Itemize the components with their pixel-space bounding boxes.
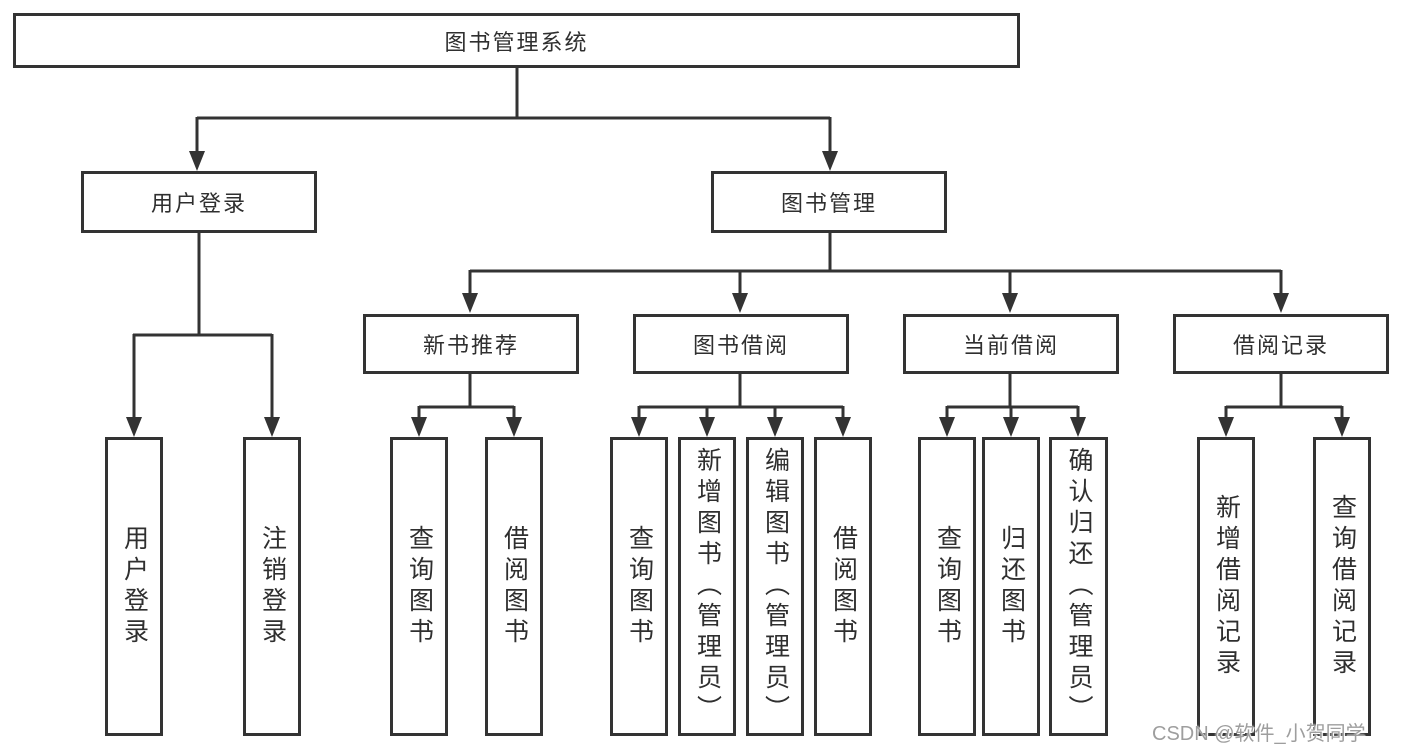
leaf-query-books-recommend: 查询图书 — [390, 437, 448, 736]
node-label: 用户登录 — [150, 191, 247, 216]
node-label: 查询借阅记录 — [1328, 493, 1357, 680]
node-book-borrowing: 图书借阅 — [633, 314, 849, 374]
leaf-query-books-current: 查询图书 — [918, 437, 976, 736]
leaf-borrow-books-recommend: 借阅图书 — [485, 437, 543, 736]
node-label: 编辑图书（管理员） — [761, 447, 790, 726]
leaf-borrow-books: 借阅图书 — [814, 437, 872, 736]
node-label: 归还图书 — [997, 524, 1026, 649]
leaf-user-login: 用户登录 — [105, 437, 163, 736]
leaf-add-book-admin: 新增图书（管理员） — [678, 437, 736, 736]
node-label: 当前借阅 — [962, 333, 1059, 358]
node-label: 查询图书 — [625, 524, 654, 649]
node-new-book-recommend: 新书推荐 — [363, 314, 579, 374]
leaf-query-borrow-record: 查询借阅记录 — [1313, 437, 1371, 736]
node-current-borrowing: 当前借阅 — [903, 314, 1119, 374]
node-borrowing-records: 借阅记录 — [1173, 314, 1389, 374]
arrowheads — [126, 151, 1350, 437]
leaf-edit-book-admin: 编辑图书（管理员） — [746, 437, 804, 736]
node-label: 借阅记录 — [1232, 333, 1329, 358]
leaf-query-books-borrowing: 查询图书 — [610, 437, 668, 736]
node-label: 查询图书 — [933, 524, 962, 649]
node-label: 图书管理系统 — [444, 29, 589, 55]
node-label: 新增借阅记录 — [1212, 493, 1241, 680]
node-label: 确认归还（管理员） — [1065, 447, 1093, 726]
leaf-confirm-return-admin: 确认归还（管理员） — [1049, 437, 1108, 736]
node-label: 用户登录 — [120, 524, 149, 649]
node-user-login: 用户登录 — [81, 171, 317, 233]
node-label: 借阅图书 — [829, 524, 858, 649]
node-label: 图书管理 — [780, 191, 877, 216]
node-label: 新增图书（管理员） — [693, 447, 722, 726]
node-label: 新书推荐 — [422, 333, 519, 358]
node-book-management: 图书管理 — [711, 171, 947, 233]
leaf-add-borrow-record: 新增借阅记录 — [1197, 437, 1255, 736]
node-label: 借阅图书 — [500, 524, 529, 649]
node-library-management-system: 图书管理系统 — [13, 13, 1020, 68]
watermark: CSDN @软件_小贺同学 — [1152, 723, 1366, 745]
node-label: 查询图书 — [405, 524, 434, 649]
leaf-return-book: 归还图书 — [982, 437, 1040, 736]
leaf-logout: 注销登录 — [243, 437, 301, 736]
node-label: 注销登录 — [258, 524, 287, 649]
node-label: 图书借阅 — [692, 333, 789, 358]
